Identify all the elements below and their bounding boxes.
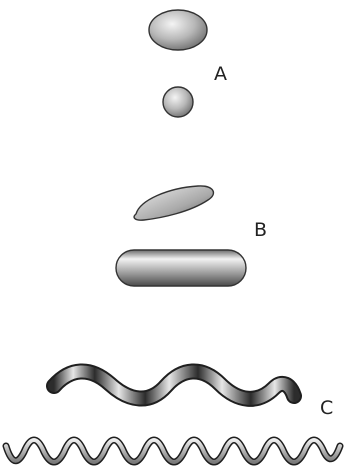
group-c-label: C [320, 397, 333, 419]
group-b-label: B [254, 219, 267, 241]
group-a: A [148, 9, 227, 118]
large-coccus-shape [148, 9, 208, 51]
group-c: C [2, 363, 344, 466]
spiral-shape [4, 438, 342, 464]
small-coccus-shape [162, 86, 194, 118]
straight-rod-shape [115, 249, 247, 287]
curved-rod-shape [133, 185, 215, 221]
group-a-label: A [214, 63, 227, 85]
wavy-rod-shape [48, 365, 300, 405]
group-b: B [115, 185, 267, 287]
